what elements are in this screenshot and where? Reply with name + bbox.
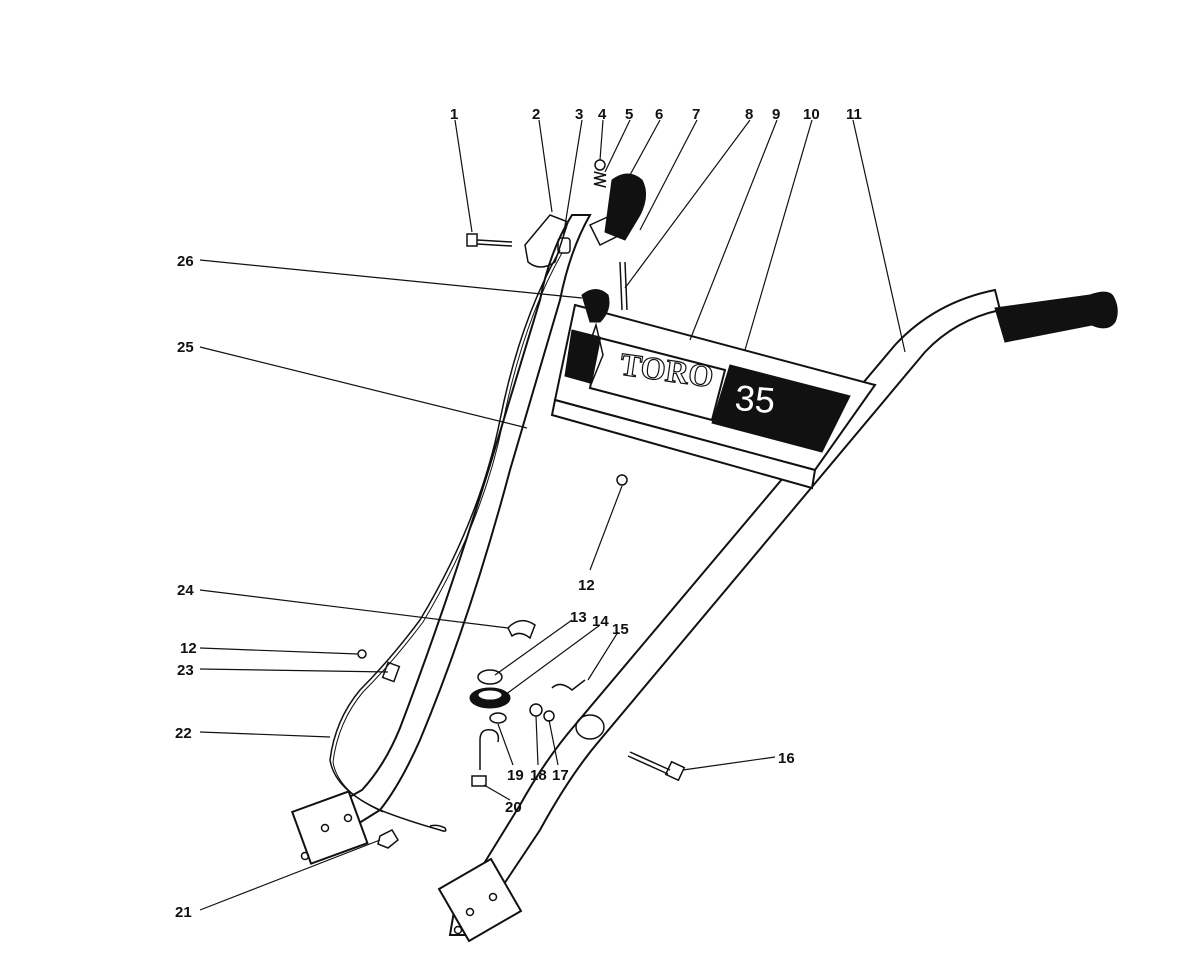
hand-grip bbox=[994, 291, 1118, 343]
cable-clip bbox=[507, 619, 536, 640]
callout-11: 11 bbox=[846, 106, 862, 123]
callout-1: 1 bbox=[450, 106, 458, 123]
callout-13: 13 bbox=[570, 609, 587, 626]
callout-15: 15 bbox=[612, 621, 629, 638]
callout-3: 3 bbox=[575, 106, 583, 123]
callout-19: 19 bbox=[507, 767, 524, 784]
right-handle-tube bbox=[437, 288, 1002, 943]
callout-8: 8 bbox=[745, 106, 753, 123]
screw-upper bbox=[616, 474, 628, 486]
callout-23: 23 bbox=[177, 662, 194, 679]
callout-16: 16 bbox=[778, 750, 795, 767]
screw-left bbox=[357, 649, 367, 659]
callout-20: 20 bbox=[505, 799, 522, 816]
callout-26: 26 bbox=[177, 253, 194, 270]
model-number: 35 bbox=[733, 377, 776, 421]
hook-bolt bbox=[471, 712, 507, 787]
lower-control-lever bbox=[581, 289, 610, 385]
callout-24: 24 bbox=[177, 582, 194, 599]
callout-25: 25 bbox=[177, 339, 194, 356]
control-cable bbox=[329, 249, 563, 831]
callout-6: 6 bbox=[655, 106, 663, 123]
callout-12-upper: 12 bbox=[578, 577, 595, 594]
spring-hook bbox=[551, 679, 586, 691]
callout-12-left: 12 bbox=[180, 640, 197, 657]
washer-17 bbox=[543, 710, 555, 722]
spring bbox=[593, 159, 607, 188]
spacer bbox=[575, 714, 605, 740]
callout-7: 7 bbox=[692, 106, 700, 123]
pulley bbox=[469, 669, 511, 709]
callout-21: 21 bbox=[175, 904, 192, 921]
callout-10: 10 bbox=[803, 106, 820, 123]
callout-17: 17 bbox=[552, 767, 569, 784]
left-handle-tube bbox=[290, 214, 592, 865]
nut-18 bbox=[529, 703, 543, 717]
callout-14: 14 bbox=[592, 613, 609, 630]
upper-control-lever bbox=[588, 173, 646, 247]
callout-22: 22 bbox=[175, 725, 192, 742]
long-bolt bbox=[627, 751, 686, 782]
callout-labels: 1 2 3 4 5 6 7 8 9 10 11 12 12 13 14 15 1… bbox=[175, 106, 862, 921]
nut-21 bbox=[377, 829, 399, 849]
leader-lines bbox=[199, 119, 906, 911]
callout-4: 4 bbox=[598, 106, 607, 123]
carriage-bolt bbox=[466, 233, 513, 247]
callout-9: 9 bbox=[772, 106, 780, 123]
callout-5: 5 bbox=[625, 106, 633, 123]
callout-2: 2 bbox=[532, 106, 540, 123]
callout-18: 18 bbox=[530, 767, 547, 784]
cable-end-loop bbox=[429, 824, 447, 832]
cable-clamp bbox=[381, 661, 401, 683]
control-panel-bracket bbox=[550, 303, 877, 490]
